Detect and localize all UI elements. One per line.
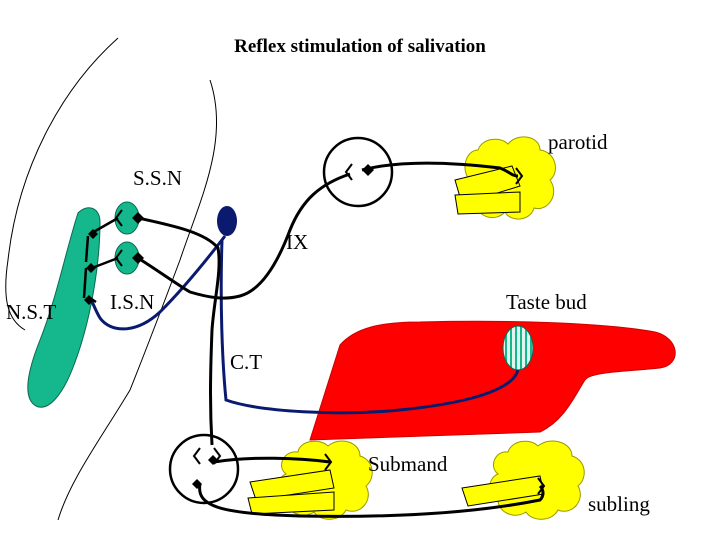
submandibular-ganglion	[168, 433, 240, 505]
brainstem-outline-right	[57, 79, 218, 521]
label-subling: subling	[588, 492, 650, 516]
diagram-title: Reflex stimulation of salivation	[234, 36, 486, 57]
label-ct: C.T	[230, 350, 263, 374]
sublingual-gland	[461, 440, 585, 520]
label-submand: Submand	[368, 452, 448, 476]
otic-ganglion	[322, 136, 394, 208]
ssn-preganglionic-fibre	[137, 216, 221, 446]
geniculate-ganglion-cell	[217, 206, 237, 236]
otic-postganglionic-fibre	[361, 161, 519, 178]
tongue	[309, 320, 676, 441]
submandibular-gland	[247, 440, 373, 520]
label-ssn: S.S.N	[133, 166, 183, 190]
brainstem-outline-left	[5, 37, 119, 331]
taste-bud	[502, 325, 534, 371]
parotid-gland	[454, 136, 556, 220]
isn-preganglionic-fibre	[137, 172, 351, 300]
chorda-tympani-sensory-fibre	[219, 239, 520, 415]
label-parotid: parotid	[548, 130, 608, 154]
label-ix: IX	[286, 230, 309, 254]
label-taste-bud: Taste bud	[506, 290, 587, 314]
nucleus-tractus-solitarius	[27, 207, 101, 408]
subling-postganglionic-fibre	[198, 483, 545, 518]
label-isn: I.S.N	[110, 290, 155, 314]
label-nst: N.S.T	[6, 300, 57, 324]
terminal-brackets	[114, 163, 546, 495]
submand-postganglionic-fibre	[213, 456, 331, 464]
central-sensory-fibre	[88, 235, 227, 331]
